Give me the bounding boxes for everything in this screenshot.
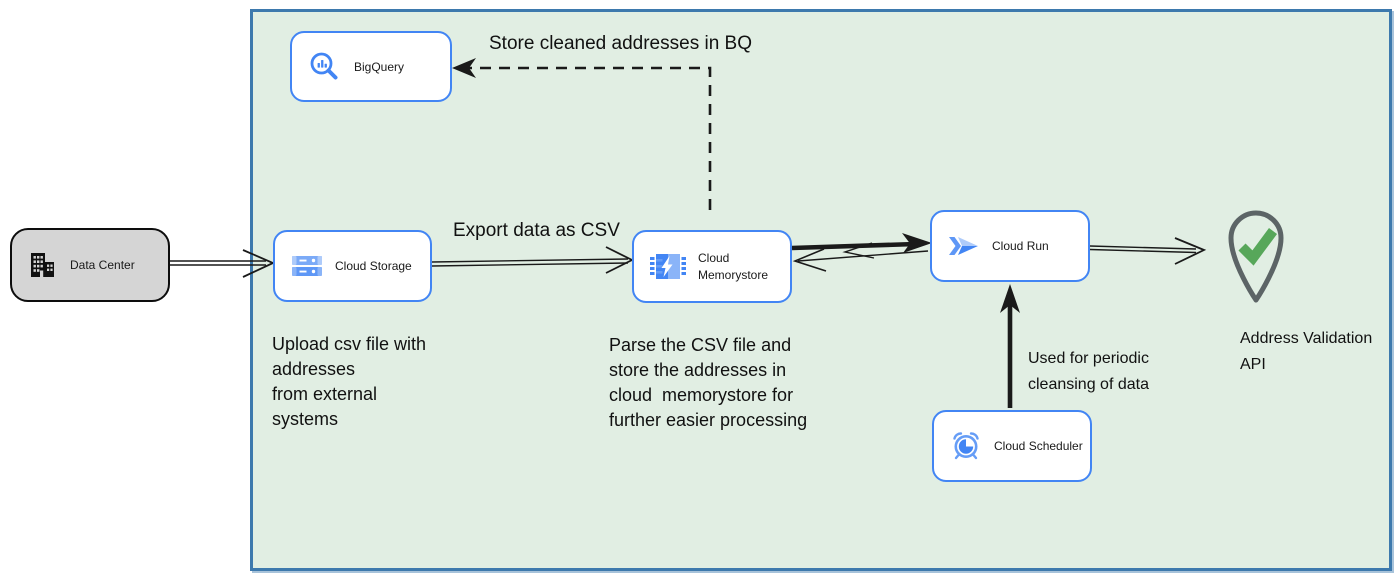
memorystore-chip-icon (650, 251, 686, 283)
memorystore-node[interactable]: Cloud Memorystore (632, 230, 792, 303)
bigquery-magnifier-icon (308, 50, 342, 84)
cloud-run-label: Cloud Run (992, 239, 1049, 253)
bigquery-node[interactable]: BigQuery (290, 31, 452, 102)
cloud-storage-node[interactable]: Cloud Storage (273, 230, 432, 302)
data-center-label: Data Center (70, 258, 135, 272)
alarm-clock-icon (950, 430, 982, 462)
address-validation-node[interactable] (1222, 207, 1290, 307)
cloud-storage-bars-icon (291, 253, 323, 279)
cloud-storage-label: Cloud Storage (335, 259, 412, 273)
memorystore-label: Cloud Memorystore (698, 251, 769, 282)
cloud-run-arrow-icon (948, 232, 980, 260)
data-center-node[interactable]: Data Center (10, 228, 170, 302)
upload-note: Upload csv file with addresses from exte… (272, 334, 427, 429)
address-validation-label: Address Validation API (1240, 330, 1373, 373)
cloud-run-node[interactable]: Cloud Run (930, 210, 1090, 282)
edge-label-store-cleaned: Store cleaned addresses in BQ (489, 33, 752, 54)
cloud-scheduler-node[interactable]: Cloud Scheduler (932, 410, 1092, 482)
edge-label-export-csv: Export data as CSV (453, 220, 620, 241)
building-icon (28, 250, 58, 280)
cloud-scheduler-label: Cloud Scheduler (994, 439, 1083, 453)
gcp-boundary-container (250, 9, 1392, 571)
edge-label-periodic-cleansing: Used for periodic cleansing of data (1028, 350, 1149, 393)
map-pin-check-icon (1228, 210, 1284, 303)
parse-note: Parse the CSV file and store the address… (609, 335, 808, 430)
bigquery-label: BigQuery (354, 59, 405, 74)
